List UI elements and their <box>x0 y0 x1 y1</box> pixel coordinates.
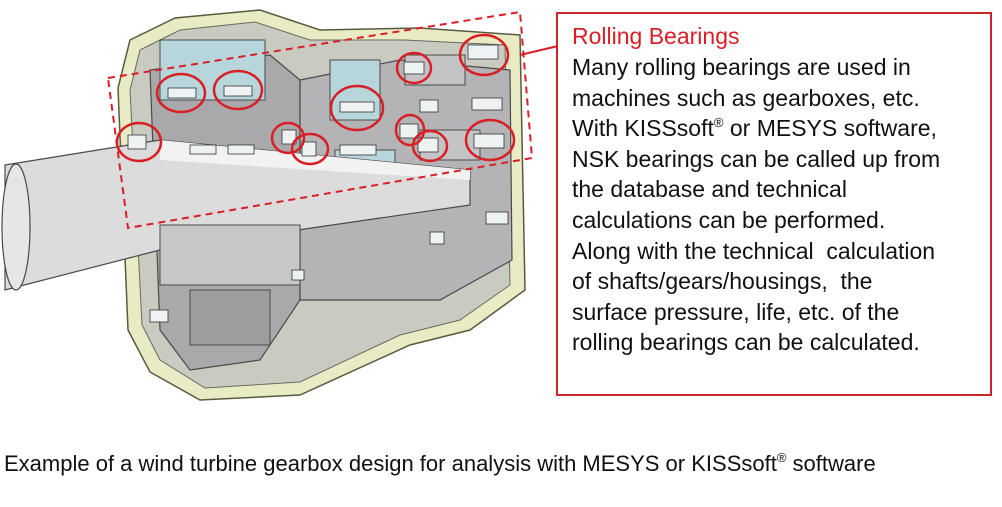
callout-line-text: surface pressure, life, etc. of the <box>572 298 900 325</box>
callout-line: surface pressure, life, etc. of the <box>572 297 980 328</box>
callout-line-text: With KISSsoft <box>572 115 714 142</box>
callout-line: machines such as gearboxes, etc. <box>572 83 980 114</box>
callout-line: With KISSsoft® or MESYS software, <box>572 113 980 144</box>
callout-title: Rolling Bearings <box>572 23 740 49</box>
caption-text: Example of a wind turbine gearbox design… <box>4 451 777 476</box>
callout-line: rolling bearings can be calculated. <box>572 327 980 358</box>
callout-line-text: Along with the technical calculation <box>572 237 936 264</box>
callout-body: Many rolling bearings are used in machin… <box>572 52 980 358</box>
callout-line: calculations can be performed. <box>572 205 980 236</box>
callout-line-text: the database and technical <box>572 176 847 203</box>
figure-caption: Example of a wind turbine gearbox design… <box>4 450 876 478</box>
callout-line: NSK bearings can be called up from <box>572 144 980 175</box>
caption-tail: software <box>786 451 876 476</box>
callout-line: Many rolling bearings are used in <box>572 52 980 83</box>
callout-line-text: rolling bearings can be calculated. <box>572 329 920 356</box>
callout-line-text: NSK bearings can be called up from <box>572 145 941 172</box>
callout-line: of shafts/gears/housings, the <box>572 266 980 297</box>
callout-line-text: Many rolling bearings are used in <box>572 54 911 80</box>
gearbox-cutaway-illustration <box>1 9 559 401</box>
callout-line-text: of shafts/gears/housings, the <box>572 268 873 295</box>
bearing-highlight-circles <box>115 33 516 166</box>
rolling-bearings-callout: Rolling Bearings Many rolling bearings a… <box>556 12 992 396</box>
registered-mark: ® <box>713 115 724 131</box>
callout-line-text: or MESYS software, <box>723 115 937 142</box>
callout-connector <box>519 45 559 56</box>
registered-mark: ® <box>776 450 787 465</box>
callout-line-text: calculations can be performed. <box>572 206 886 233</box>
callout-line-text: machines such as gearboxes, etc. <box>572 84 920 111</box>
callout-line: the database and technical <box>572 174 980 205</box>
highlight-region <box>106 10 534 230</box>
bearing-rollers <box>127 44 509 323</box>
callout-line: Along with the technical calculation <box>572 236 980 267</box>
